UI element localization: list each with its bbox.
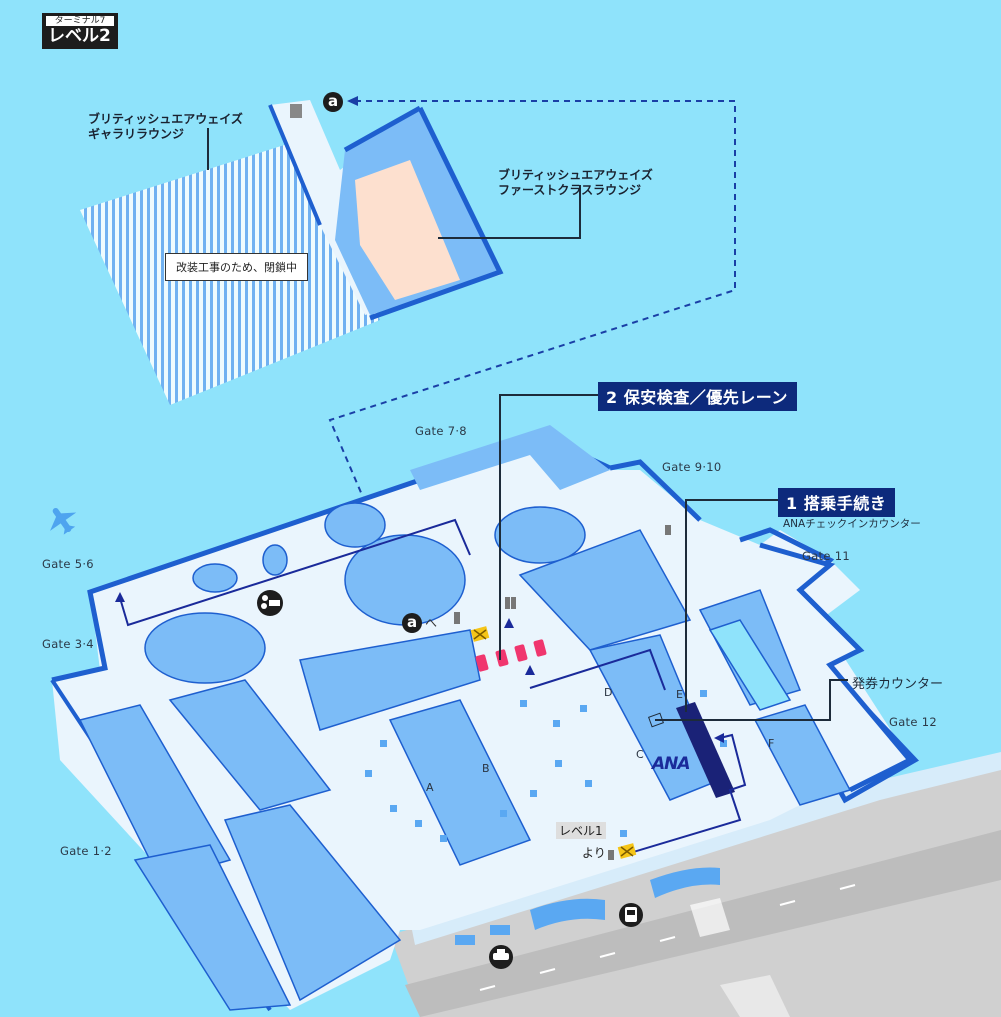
gate-5-6-label: Gate 5·6 — [42, 557, 94, 571]
gallery-lounge-label: ブリティッシュエアウェイズ ギャラリラウンジ — [88, 112, 243, 141]
level-badge: ターミナル7 レベル2 — [42, 13, 118, 49]
bus-icon — [619, 903, 643, 927]
from-level1-label: レベル1 — [556, 822, 606, 839]
counter-d-label: D — [604, 686, 613, 699]
route-to-upper-level — [328, 100, 736, 613]
closure-notice: 改装工事のため、閉鎖中 — [165, 253, 308, 281]
counter-a-label: A — [426, 781, 434, 794]
yellow-elevator-icons — [470, 626, 637, 859]
terminal-label: ターミナル7 — [46, 16, 114, 26]
security-gates — [475, 639, 547, 672]
counter-c-label: C — [636, 748, 644, 761]
curb — [410, 752, 1001, 945]
gate-11-label: Gate 11 — [802, 549, 850, 563]
gate-1-2-label: Gate 1·2 — [60, 844, 112, 858]
marker-a-main[interactable]: a — [402, 613, 422, 633]
ticket-counter-label: 発券カウンター — [852, 677, 944, 692]
counter-b-label: B — [482, 762, 490, 775]
marker-a-upper[interactable]: a — [323, 92, 343, 112]
gate-12-label: Gate 12 — [889, 715, 937, 729]
restroom-icons — [454, 525, 671, 860]
gate-9-10-label: Gate 9·10 — [662, 460, 722, 474]
leader-lines — [207, 128, 848, 721]
counter-f-label: F — [768, 737, 775, 750]
ana-checkin-counter — [676, 702, 735, 798]
pillars — [365, 690, 727, 842]
direction-arrows — [115, 592, 724, 743]
road — [390, 760, 1001, 1017]
gate-7-8-label: Gate 7·8 — [415, 424, 467, 438]
first-class-lounge-label[interactable]: ブリティッシュエアウェイズ ファーストクラスラウンジ — [498, 168, 653, 197]
ana-logo: ANA — [652, 754, 691, 774]
from-suffix-label: より — [582, 846, 606, 860]
gate-3-4-label: Gate 3·4 — [42, 637, 94, 651]
counter-e-label: E — [676, 688, 683, 701]
level-label: レベル2 — [48, 26, 111, 46]
ticket-counter-marker — [648, 712, 664, 728]
planters — [455, 867, 720, 945]
ana-checkin-counter-label: ANAチェックインカウンター — [783, 518, 921, 530]
marker-a-direction: へ — [425, 616, 438, 630]
lounge-icon — [257, 590, 283, 616]
checkin-callout: 1 搭乗手続き — [778, 488, 896, 517]
walking-routes — [119, 518, 747, 854]
building-blocks — [78, 502, 852, 1011]
taxi-icon — [489, 945, 513, 969]
security-callout: 2 保安検査／優先レーン — [598, 382, 797, 411]
airplane-icon — [50, 507, 77, 535]
first-class-lounge-building — [268, 100, 504, 321]
